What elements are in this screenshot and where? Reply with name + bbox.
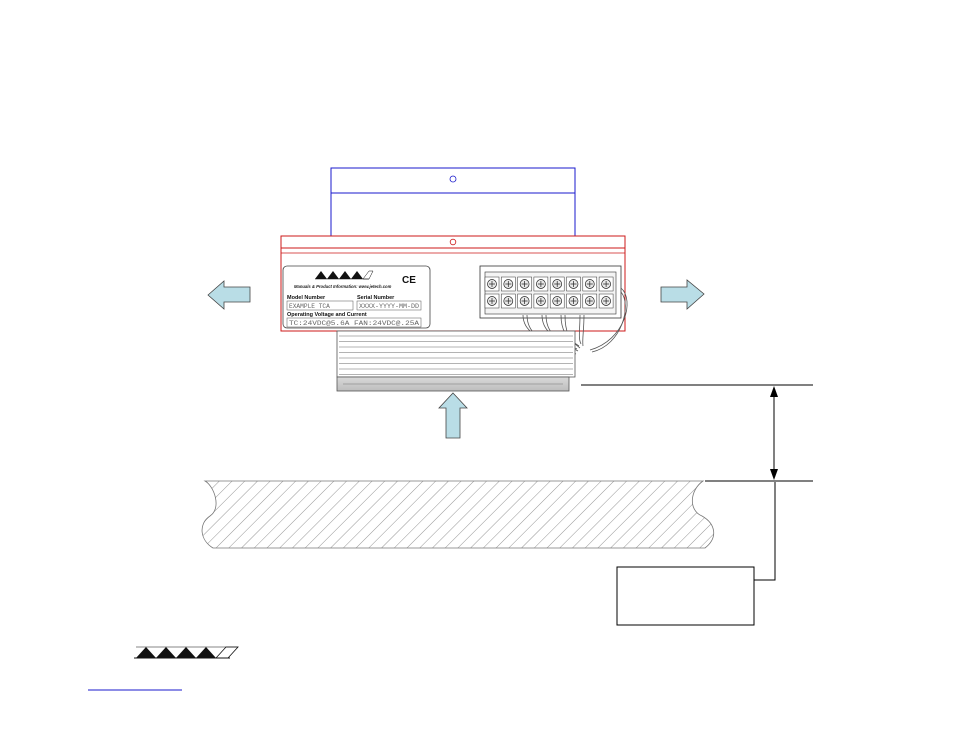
airflow-left-arrow-icon <box>207 280 251 310</box>
callout-leader <box>754 482 776 581</box>
model-number-value: EXAMPLE TCA <box>289 303 330 310</box>
clearance-dimension <box>581 384 813 482</box>
heatsink-fins <box>339 335 573 375</box>
label-tagline: Manuals & Product Information: www.jetec… <box>294 284 392 289</box>
terminal-screw-icon <box>517 293 532 309</box>
airflow-right-arrow-icon <box>660 279 705 310</box>
footer-logo-icon <box>134 646 239 659</box>
terminal-screw-icon <box>517 276 532 292</box>
terminal-screw-icon <box>582 293 598 309</box>
terminal-screw-icon <box>533 276 549 292</box>
ce-mark: CE <box>402 275 416 286</box>
terminal-screw-icon <box>582 276 598 292</box>
dimension-arrow-down-icon <box>770 469 778 480</box>
serial-number-value: XXXX-YYYY-MM-DD <box>359 303 419 310</box>
terminal-screw-icon <box>501 276 516 292</box>
model-number-box <box>286 300 354 311</box>
serial-number-box <box>356 300 422 311</box>
terminal-screw-icon <box>598 293 614 309</box>
mounting-surface <box>201 480 715 549</box>
model-number-header: Model Number <box>287 295 326 301</box>
terminal-screw-icon <box>566 293 581 309</box>
terminal-screw-icon <box>501 293 516 309</box>
terminal-screw-icon <box>533 293 549 309</box>
plate-mount-hole-icon <box>449 238 457 246</box>
product-label: CE Manuals & Product Information: www.je… <box>282 265 431 329</box>
terminal-screw-icon <box>566 276 581 292</box>
callout-box <box>616 566 755 626</box>
terminal-screw-icon <box>484 293 500 309</box>
terminal-screw-icon <box>549 276 565 292</box>
bracket-mount-hole-icon <box>449 175 457 183</box>
operating-box <box>286 317 422 328</box>
terminal-screw-icon <box>484 276 500 292</box>
dimension-arrow-up-icon <box>770 386 778 397</box>
terminal-block <box>479 265 622 319</box>
terminal-screw-icon <box>598 276 614 292</box>
heatsink-body <box>336 330 576 392</box>
mounting-bracket <box>330 167 576 237</box>
serial-number-header: Serial Number <box>357 295 395 301</box>
airflow-up-arrow-icon <box>438 392 468 439</box>
terminal-screw-icon <box>549 293 565 309</box>
operating-value: TC:24VDC@5.6A FAN:24VDC@.25A <box>289 320 419 327</box>
label-logo-icon <box>315 270 374 280</box>
operating-header: Operating Voltage and Current <box>287 312 367 318</box>
